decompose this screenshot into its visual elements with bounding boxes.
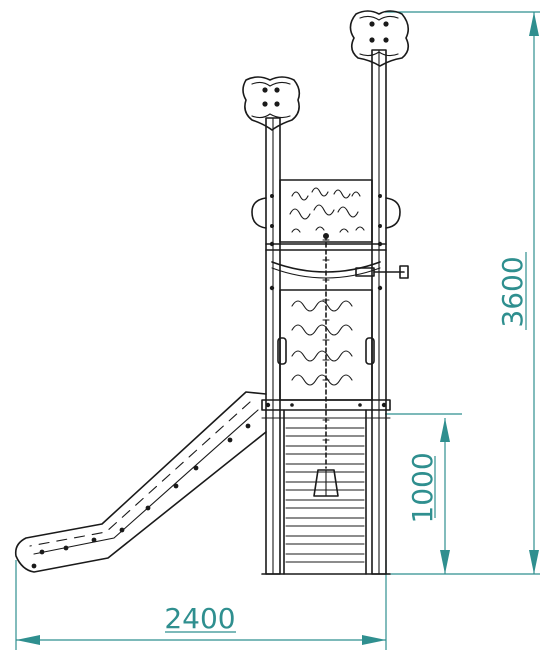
platform-height-label: 1000: [406, 452, 439, 523]
right-cap-panel: [349, 10, 410, 67]
height-label: 3600: [496, 256, 529, 327]
slide: [14, 391, 267, 573]
dimension-platform-height: 1000: [385, 413, 462, 574]
climbing-chain: [313, 233, 339, 497]
width-label: 2400: [164, 602, 235, 635]
ladder: [261, 409, 391, 575]
dimension-width: 2400: [15, 560, 387, 650]
side-handle: [355, 265, 409, 279]
right-post: [371, 49, 387, 575]
tower-top-panel: [251, 179, 401, 243]
left-cap-panel: [242, 76, 301, 131]
dimension-height: 3600: [385, 11, 540, 575]
